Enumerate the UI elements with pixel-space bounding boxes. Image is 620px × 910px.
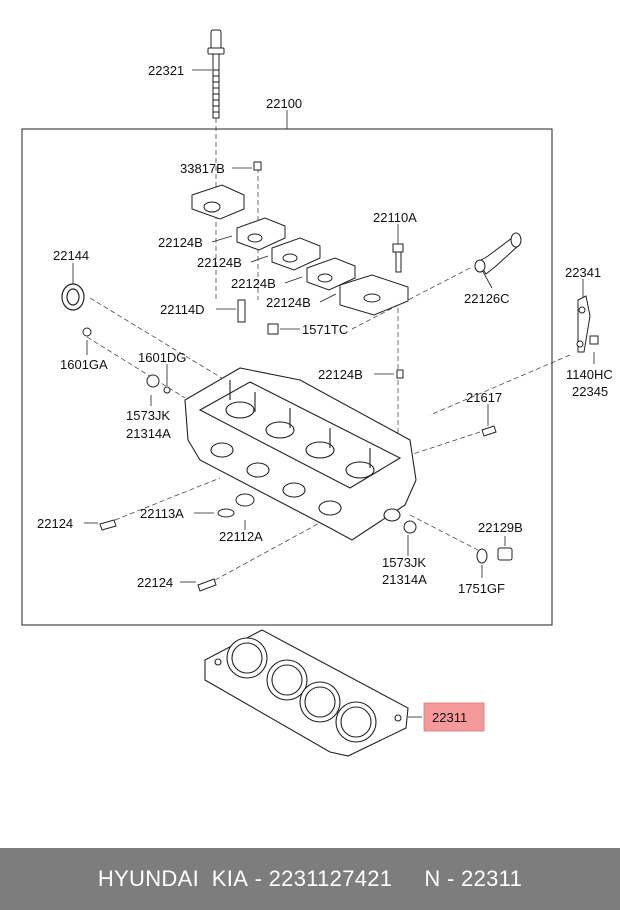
footer-bar: HYUNDAI KIA - 2231127421 N - 22311	[0, 848, 620, 910]
label-1140HC: 1140HC	[566, 367, 613, 382]
hose-fitting	[474, 232, 522, 275]
label-22345: 22345	[572, 384, 608, 399]
label-22124-2: 22124	[137, 575, 173, 590]
label-22124B-1: 22124B	[158, 235, 203, 250]
label-22114D: 22114D	[160, 302, 205, 317]
label-22341: 22341	[565, 265, 601, 280]
label-22311[interactable]: 22311	[432, 710, 467, 725]
highlight-box	[423, 702, 485, 732]
leader-lines	[72, 69, 595, 718]
lifting-bracket	[576, 295, 599, 353]
footer-spacer	[392, 866, 424, 892]
cylinder-head	[184, 367, 417, 541]
label-22124B-4: 22124B	[266, 295, 311, 310]
dowel-pins	[253, 161, 404, 379]
label-22110A: 22110A	[373, 210, 417, 225]
label-22100: 22100	[266, 96, 302, 111]
dowel-and-plug	[82, 299, 279, 394]
label-22321: 22321	[148, 63, 184, 78]
label-1601DG: 1601DG	[138, 350, 186, 365]
label-22124B-2: 22124B	[197, 255, 242, 270]
label-22113A: 22113A	[140, 506, 184, 521]
label-21314A-1: 21314A	[126, 426, 171, 441]
cap-bolt	[392, 243, 404, 273]
label-1573JK-1: 1573JK	[126, 408, 170, 423]
label-22126C: 22126C	[464, 291, 510, 306]
label-21314A-2: 21314A	[382, 572, 427, 587]
footer-brand: HYUNDAI KIA	[97, 866, 249, 891]
head-gasket	[204, 629, 409, 757]
label-1571TC: 1571TC	[302, 322, 348, 337]
footer-n-label: N - 22311	[424, 866, 523, 891]
footer-separator: -	[248, 866, 269, 891]
label-21617: 21617	[466, 390, 502, 405]
label-1601GA: 1601GA	[60, 357, 108, 372]
callout-labels: 22321 22100 33817B 22124B 22124B 22124B …	[37, 63, 613, 725]
footer-part-number: 2231127421	[268, 866, 393, 891]
label-22112A: 22112A	[219, 529, 263, 544]
label-22124B-3: 22124B	[231, 276, 276, 291]
oil-seal	[61, 283, 85, 311]
label-22124-1: 22124	[37, 516, 73, 531]
label-33817B: 33817B	[180, 161, 225, 176]
label-1751GF: 1751GF	[458, 581, 505, 596]
small-seals	[99, 374, 513, 592]
label-1573JK-2: 1573JK	[382, 555, 426, 570]
label-22124B-5: 22124B	[318, 367, 363, 382]
head-bolt	[207, 29, 225, 119]
camshaft-bearing-caps	[191, 184, 409, 316]
parts-diagram: 22321 22100 33817B 22124B 22124B 22124B …	[21, 29, 613, 757]
label-22144: 22144	[53, 248, 89, 263]
label-22129B: 22129B	[478, 520, 523, 535]
